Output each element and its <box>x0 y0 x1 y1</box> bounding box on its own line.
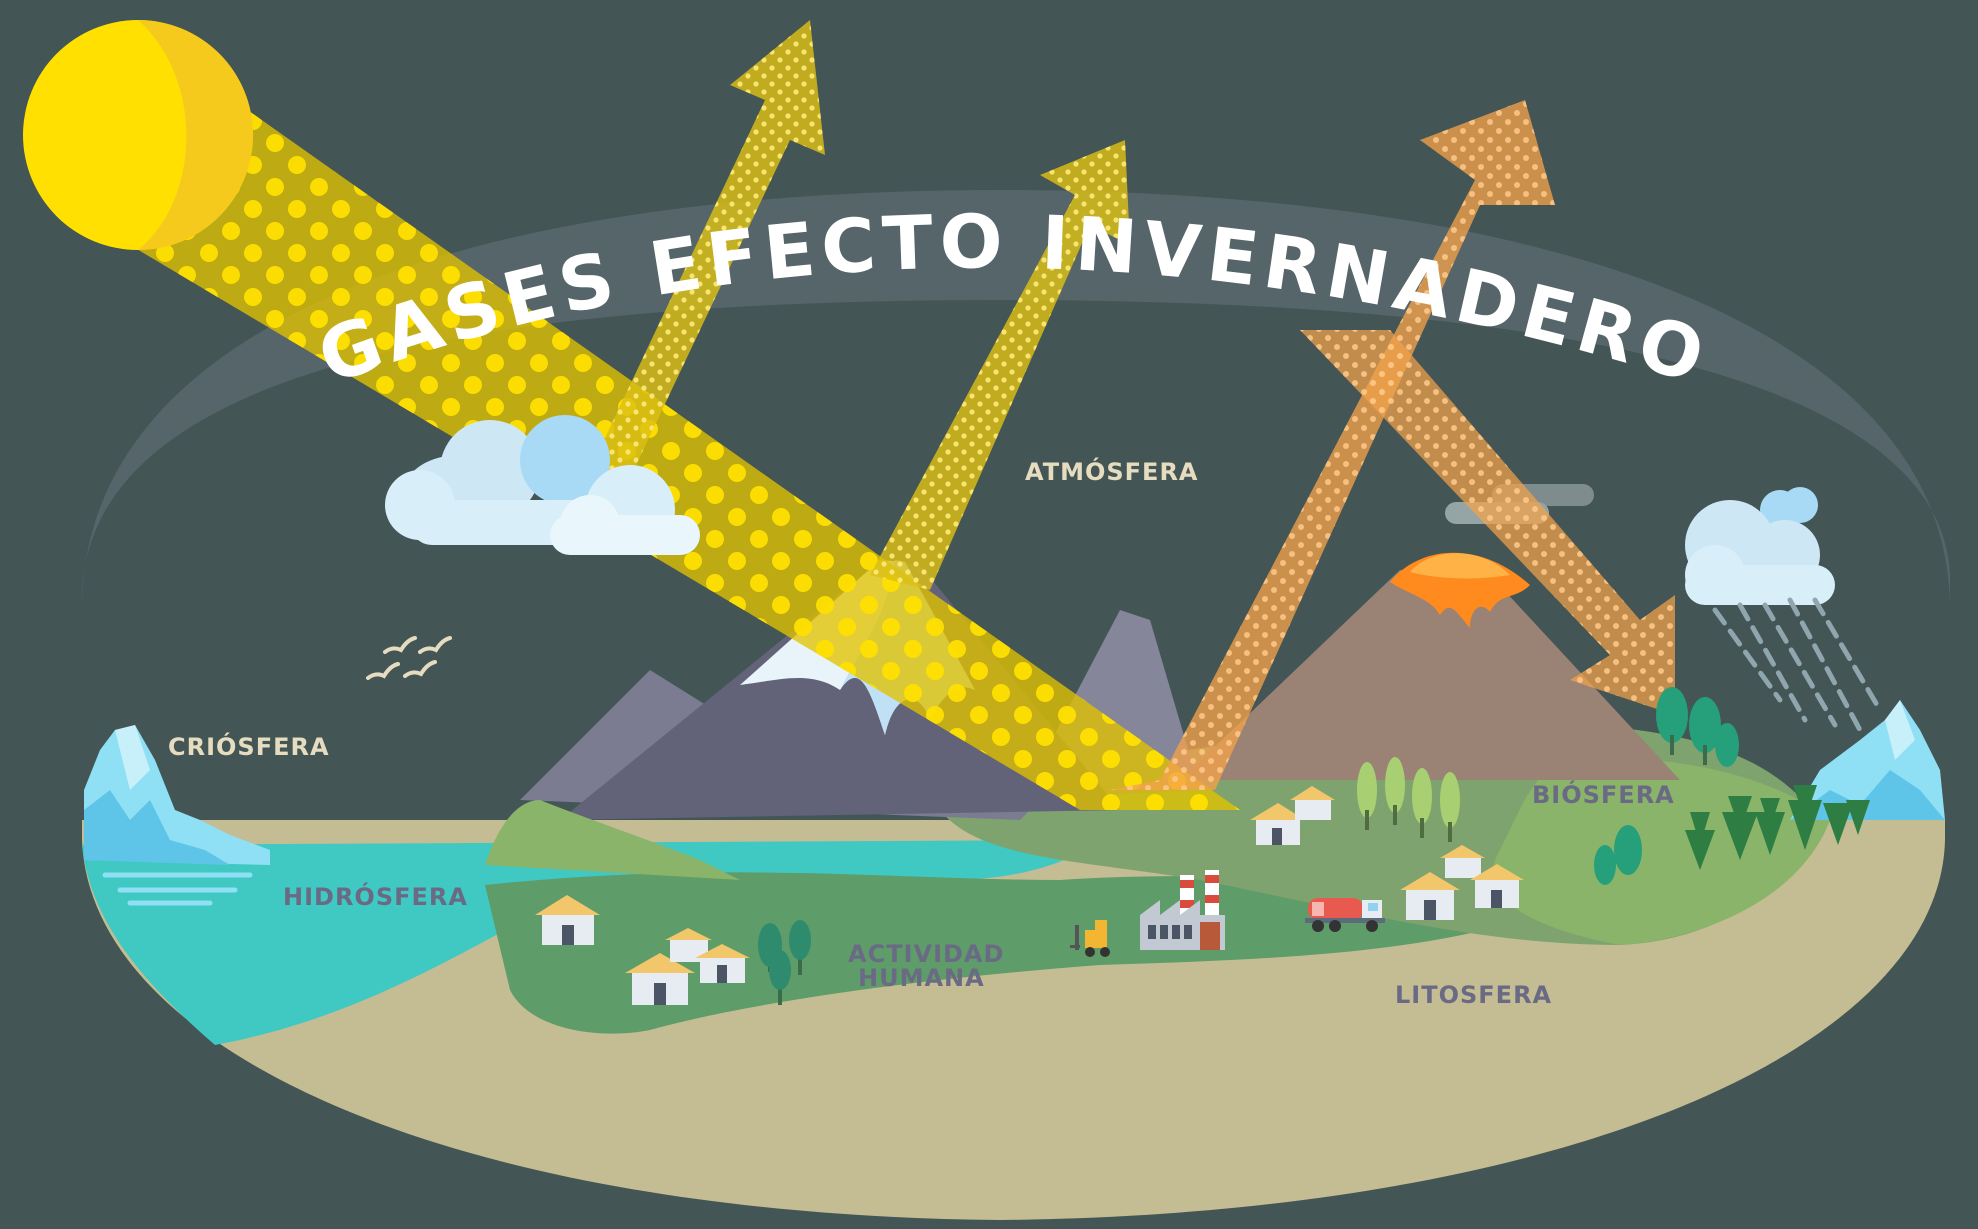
birds-icon <box>366 636 452 680</box>
pine-tree-icon <box>1685 785 1870 870</box>
volcano-lava-top <box>1410 553 1510 579</box>
house-icon <box>1470 864 1524 908</box>
house-icon <box>625 953 695 1005</box>
label-actividad-line2: HUMANA <box>858 964 985 992</box>
house-icon <box>1400 872 1460 920</box>
house-icon <box>695 944 750 983</box>
human-activity-zone <box>485 872 1560 1034</box>
house-icon <box>1290 786 1335 820</box>
label-actividad-line1: ACTIVIDAD <box>848 940 1004 968</box>
label-biosfera: BIÓSFERA <box>1532 779 1675 809</box>
label-litosfera: LITOSFERA <box>1395 981 1552 1009</box>
incoming-solar-radiation-dots <box>130 80 1240 810</box>
factory-icon <box>1140 870 1225 950</box>
reflected-radiation-arrow-dots <box>530 20 825 520</box>
island <box>485 800 740 880</box>
label-criosfera: CRIÓSFERA <box>168 731 330 761</box>
house-icon <box>1250 803 1305 845</box>
forklift-icon <box>1070 920 1110 957</box>
infrared-radiation-arrow-dots <box>1110 100 1555 790</box>
trapped-radiation-arrow-dots <box>1300 330 1675 715</box>
house-icon <box>1440 845 1485 878</box>
label-hidrosfera: HIDRÓSFERA <box>283 881 468 911</box>
tree-icon <box>758 920 811 1005</box>
volcano <box>1180 570 1680 780</box>
tree-icon <box>1594 687 1739 885</box>
atmosphere-band <box>82 190 1950 610</box>
reflected-radiation-arrow-dots <box>850 140 1130 590</box>
rain-cloud-icon <box>1685 487 1883 733</box>
sun-icon <box>23 20 253 250</box>
tree-icon <box>1357 757 1460 842</box>
cloud-icon <box>550 465 700 555</box>
house-icon <box>535 895 600 945</box>
glacier-icon <box>84 725 270 906</box>
label-atmosfera: ATMÓSFERA <box>1025 456 1199 486</box>
hydrosphere-water <box>82 840 1100 1045</box>
label-actividad-humana: ACTIVIDAD HUMANA <box>848 940 1014 992</box>
truck-icon <box>1305 898 1385 932</box>
